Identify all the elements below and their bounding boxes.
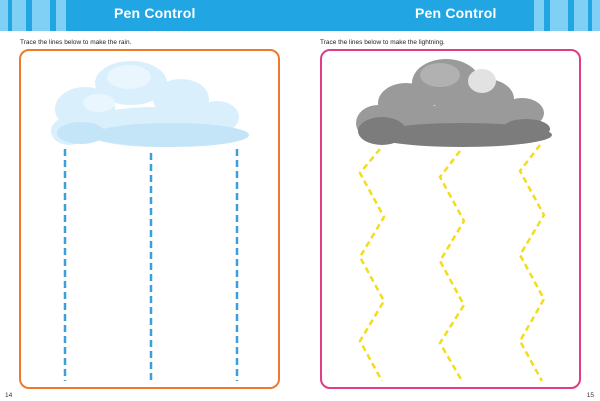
page-number: 14 (5, 392, 13, 399)
lightning-trace-lines (358, 144, 546, 382)
header-bar: Pen Control (0, 0, 300, 31)
header-stripe (574, 0, 588, 31)
header-bar: Pen Control (300, 0, 600, 31)
instruction-text: Trace the lines below to make the rain. (20, 39, 132, 46)
right-page: Pen Control Trace the lines below to mak… (300, 0, 600, 401)
header-stripe (550, 0, 568, 31)
trace-line (358, 148, 386, 382)
tracing-panel (320, 49, 581, 389)
storm-cloud-icon (356, 59, 552, 382)
header-stripe (12, 0, 26, 31)
header-stripe (32, 0, 50, 31)
instruction-text: Trace the lines below to make the lightn… (320, 39, 445, 46)
page-title: Pen Control (114, 5, 196, 21)
left-page: Pen Control Trace the lines below to mak… (0, 0, 300, 401)
page-title: Pen Control (415, 5, 497, 21)
rain-cloud-icon (51, 61, 249, 381)
trace-line (438, 150, 466, 382)
header-stripe (534, 0, 544, 31)
header-stripe (592, 0, 600, 31)
page-number: 15 (586, 392, 594, 399)
header-stripe (56, 0, 66, 31)
rain-trace-lines (63, 149, 239, 381)
header-stripe (0, 0, 8, 31)
tracing-panel (19, 49, 280, 389)
trace-line (518, 144, 546, 382)
